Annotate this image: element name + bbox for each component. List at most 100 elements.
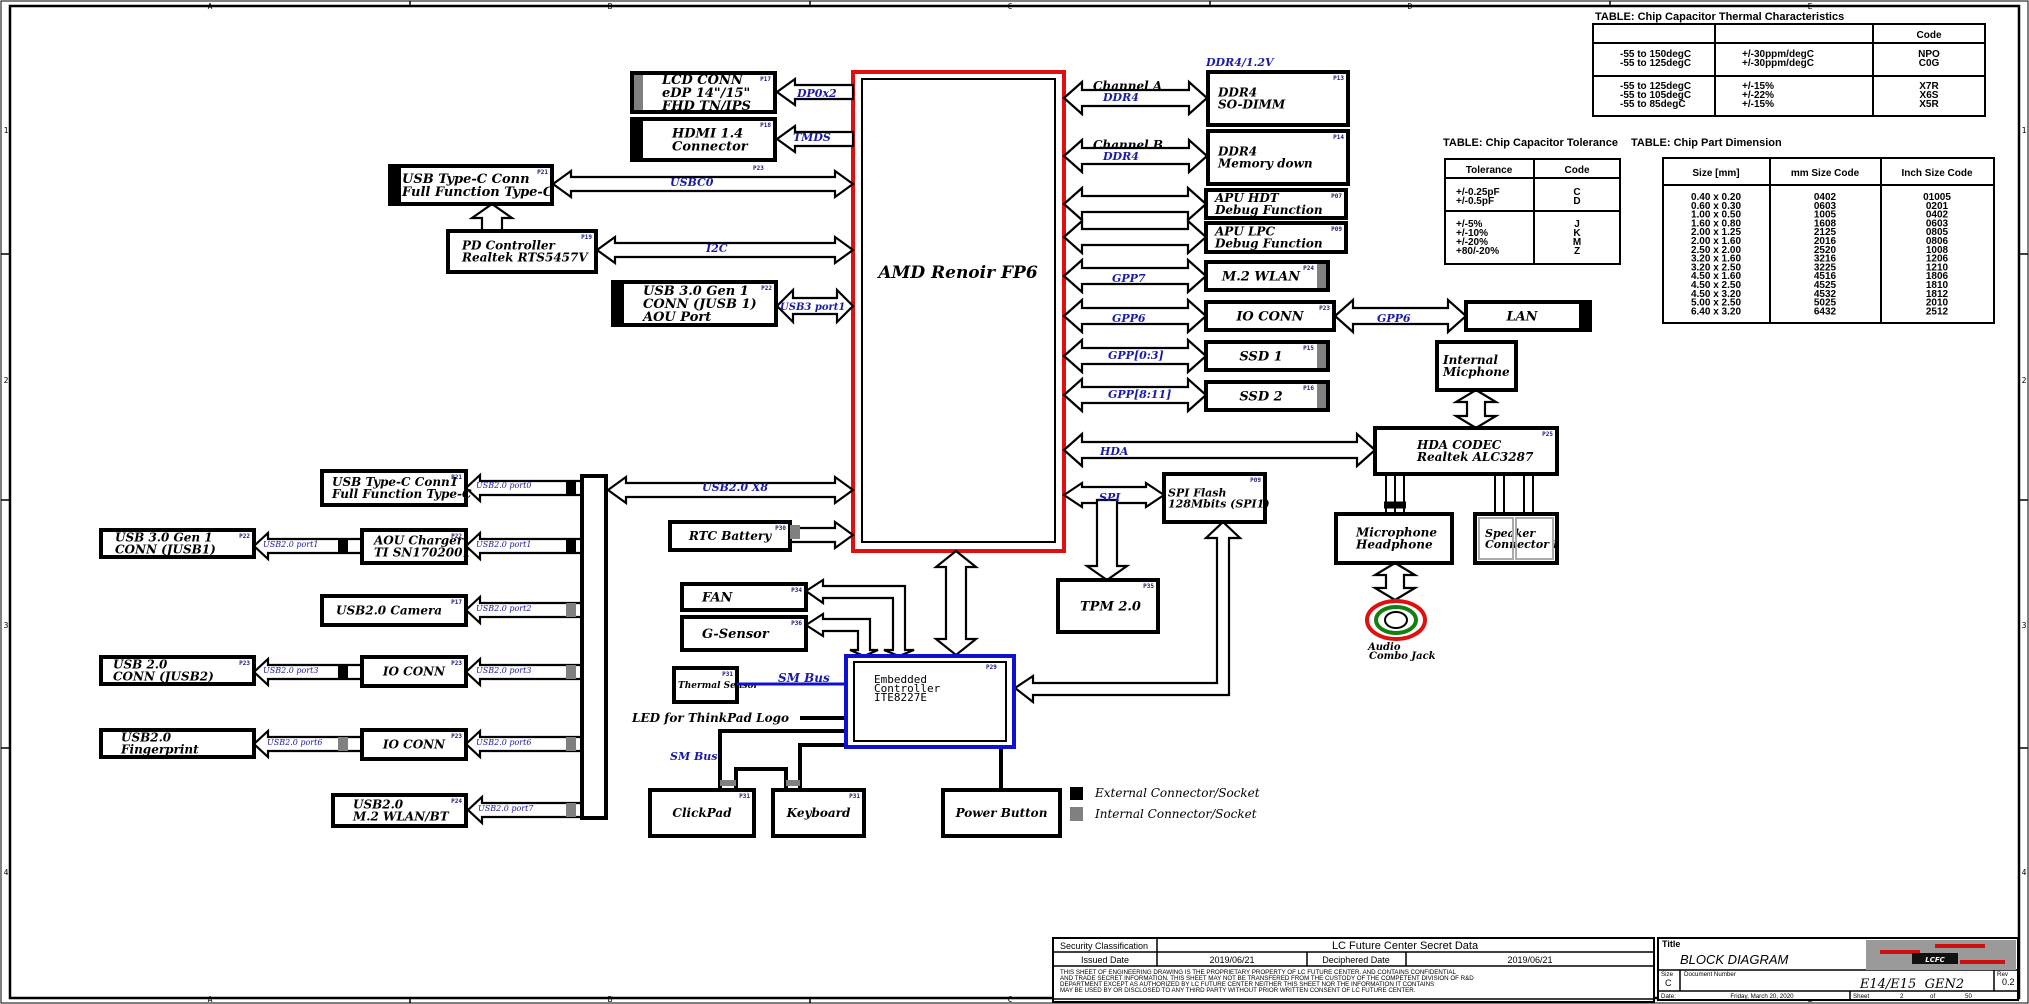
block-outline [941,788,1062,838]
zone-column-marker: B [608,2,613,11]
block-label-line: USB 3.0 Gen 1 [115,531,213,545]
zone-column-marker: E [1808,2,1813,11]
table-frame [1662,157,1995,324]
block-outline [360,655,468,688]
block-outline [1334,512,1454,565]
bus-arrows [252,76,1500,826]
audio-combo-jack[interactable]: Audio Combo Jack [1365,599,1436,662]
table-row: 1806 [1926,271,1949,282]
table-row: 0.40 x 0.20 [1691,192,1741,203]
page-ref: P17 [760,76,771,83]
block-label-line: CONN (JUSB 1) [643,297,757,312]
table-row: 2.00 x 1.25 [1691,227,1741,238]
bus-smbus-thermal: SM Bus [778,671,830,685]
audio-wires [1384,474,1534,514]
block-label-line: TPM 2.0 [1080,600,1141,615]
block-label-line: Connector I [1485,538,1559,551]
block-lan[interactable]: LAN [1464,300,1592,332]
table-row: 3216 [1814,254,1837,265]
table-row: 1.60 x 0.80 [1691,218,1741,229]
block-label-line: Speaker [1485,527,1536,540]
block-label-line: FHD TN/IPS [661,99,751,114]
zone-row-marker: 1 [2022,126,2027,135]
block-label-line: Debug Function [1214,237,1323,251]
notice-line-4: MAY BE USED BY OR DISCLOSED TO ANY THIRD… [1060,987,1416,994]
table-cell: C0G [1919,58,1940,69]
bus-gpp6: GPP6 [1112,312,1146,325]
zone-row-marker: 3 [4,621,9,630]
block-outline [1204,380,1330,412]
bus-port0: USB2.0 port0 [476,481,531,490]
block-label-line: Power Button [955,806,1048,820]
block-label-line: SSD 1 [1239,350,1282,365]
table-row: 2520 [1814,245,1837,256]
bus-arrow [1062,218,1208,256]
block-label-line: SSD 2 [1239,390,1282,405]
table-cell: X5R [1919,99,1939,110]
bus-usb2x8: USB2.0 X8 [702,481,768,494]
block-outline [1464,300,1592,332]
block-outline [446,229,598,274]
rev-value: 0.2 [2002,977,2015,987]
table-cell: +/-30ppm/degC [1742,58,1814,69]
legend-external-swatch [1070,787,1083,800]
page-ref: P19 [581,234,592,241]
table-header: Size [mm] [1692,168,1739,179]
ec-block[interactable]: P29 Embedded Controller ITE8227E [844,654,1016,749]
bus-usbc0: USBC0 [670,176,714,189]
page-ref: P35 [1143,583,1154,590]
block-label-line: HDMI 1.4 [671,127,743,142]
page-ref: P22 [451,533,462,540]
external-connector-marker [1579,304,1588,328]
block-outline [1204,300,1336,332]
table-cell: -55 to 105degC [1620,90,1691,101]
table-title: TABLE: Chip Part Dimension [1631,137,1782,149]
audio-jack-line-1: Audio [1367,642,1401,653]
block-power-btn[interactable]: Power Button [941,788,1062,838]
block-label-line: FAN [701,591,734,606]
block-label-line: SPI Flash [1168,486,1227,499]
block-label-line: USB Type-C Conn1 [332,475,458,489]
bus-arrow [803,611,879,658]
table-cell: D [1573,196,1580,207]
block-label-line: Full Function Type-C [331,487,472,501]
page-ref: P22 [761,285,772,292]
bus-port1: USB2.0 port1 [476,540,531,549]
zone-column-marker: C [1008,2,1013,11]
cpu-block[interactable]: AMD Renoir FP6 [851,70,1066,553]
